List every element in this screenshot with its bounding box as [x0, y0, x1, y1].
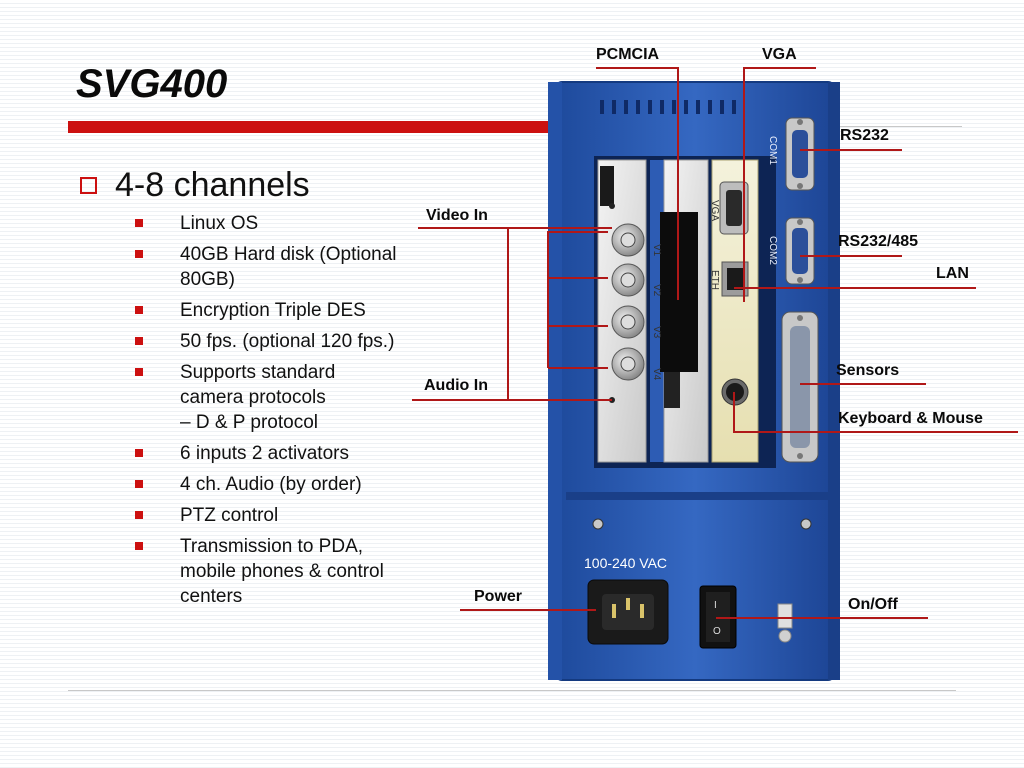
sub-bullet-line: 6 inputs 2 activators: [180, 443, 349, 464]
pcmcia-callout: PCMCIA: [596, 46, 660, 63]
hollow-square-bullet-icon: [80, 177, 97, 194]
bottom-rule-line: [68, 690, 956, 691]
vga-port-label: VGA: [709, 200, 720, 221]
com1-label: COM1: [767, 136, 778, 165]
sub-bullet-line: mobile phones & control: [180, 561, 384, 582]
sub-bullet-item: 40GB Hard disk (Optional 80GB): [132, 242, 470, 292]
v4-label: V4: [651, 368, 662, 381]
vent-slots: [600, 100, 736, 114]
eth-port-label: ETH: [709, 270, 720, 290]
bullet-heading: 4-8 channels: [80, 166, 470, 205]
power-callout: Power: [474, 588, 523, 605]
sub-bullet-line: 4 ch. Audio (by order): [180, 474, 362, 495]
sub-bullet-line: Supports standard: [180, 362, 336, 383]
com1-port: COM1: [767, 117, 815, 191]
voltage-label: 100-240 VAC: [584, 555, 667, 571]
switch-off-label: O: [713, 626, 721, 637]
bnc-connectors: [609, 203, 645, 403]
bullet-heading-text: 4-8 channels: [115, 166, 310, 204]
ground-terminal-icon: [777, 603, 793, 643]
sub-bullet-line: centers: [180, 586, 243, 607]
video-in-callout: Video In: [426, 207, 488, 224]
bullet-list: 4-8 channels Linux OS 40GB Hard disk (Opt…: [80, 166, 470, 615]
lan-callout: LAN: [936, 265, 969, 282]
bnc-labels: V1 V2 V3 V4: [651, 244, 662, 381]
rs232-485-callout: RS232/485: [838, 233, 919, 250]
sub-bullet-line: PTZ control: [180, 505, 279, 526]
vga-port: VGA: [709, 181, 749, 235]
sub-bullet-item: 4 ch. Audio (by order): [132, 472, 470, 497]
slide-title: SVG400: [76, 62, 228, 106]
sensors-callout: Sensors: [836, 362, 900, 379]
rs232-callout: RS232: [840, 127, 889, 144]
sub-bullet-list: Linux OS 40GB Hard disk (Optional 80GB) Enc…: [80, 211, 470, 609]
sub-bullet-item: Encryption Triple DES: [132, 298, 470, 323]
v1-label: V1: [651, 244, 662, 257]
title-underline-bar: [68, 121, 560, 133]
sub-bullet-line: 50 fps. (optional 120 fps.): [180, 331, 395, 352]
v2-label: V2: [651, 284, 662, 297]
sub-bullet-line: 40GB Hard disk (Optional: [180, 244, 397, 265]
com2-label: COM2: [767, 236, 778, 265]
sub-bullet-item: 6 inputs 2 activators: [132, 441, 470, 466]
audio-in-callout: Audio In: [424, 377, 488, 394]
sub-bullet-line: – D & P protocol: [180, 412, 319, 433]
sub-bullet-item: PTZ control: [132, 503, 470, 528]
sub-bullet-line: 80GB): [180, 269, 235, 290]
on-off-callout: On/Off: [848, 596, 898, 613]
sub-bullet-item: Linux OS: [132, 211, 470, 236]
sub-bullet-line: Transmission to PDA,: [180, 536, 364, 557]
sub-bullet-item: Supports standard camera protocols – D & P…: [132, 360, 470, 435]
vga-callout: VGA: [762, 46, 797, 63]
v3-label: V3: [651, 326, 662, 339]
sub-bullet-item: Transmission to PDA, mobile phones & cont…: [132, 534, 470, 609]
sub-bullet-item: 50 fps. (optional 120 fps.): [132, 329, 470, 354]
video-jack: [609, 203, 615, 209]
sensor-port: [781, 311, 819, 463]
sub-bullet-line: Encryption Triple DES: [180, 300, 366, 321]
keyboard-mouse-callout: Keyboard & Mouse: [838, 410, 983, 427]
sub-bullet-line: camera protocols: [180, 387, 326, 408]
sub-bullet-line: Linux OS: [180, 213, 259, 234]
com2-port: COM2: [767, 217, 815, 285]
callout-lines: [412, 67, 1018, 619]
switch-on-label: I: [714, 600, 717, 611]
